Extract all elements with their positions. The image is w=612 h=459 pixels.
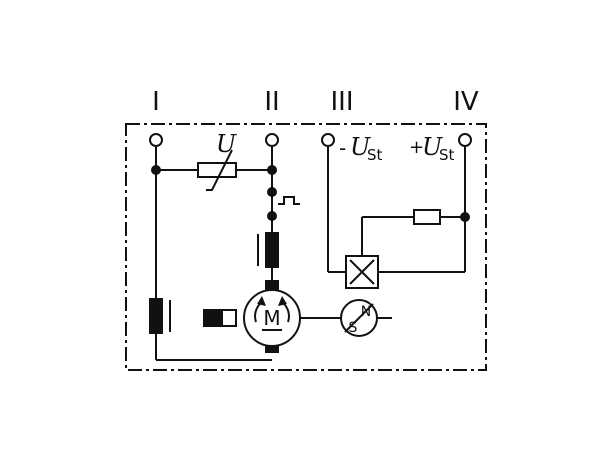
junction-dot (151, 165, 161, 175)
electronic-switch (345, 255, 379, 289)
plus-sign: + (409, 137, 424, 158)
control-voltage-minus-label: - U St (339, 133, 383, 164)
motor (243, 280, 301, 353)
resistor (413, 209, 441, 225)
terminal-ii (265, 133, 279, 147)
ust-minus-main: U (350, 133, 371, 161)
ust-plus-main: U (422, 133, 443, 161)
varistor (197, 149, 237, 191)
motor-label: M (263, 306, 280, 330)
inductor-ii (257, 232, 279, 268)
terminal-iv (458, 133, 472, 147)
terminal-iii (321, 133, 335, 147)
ust-plus-sub: St (439, 146, 455, 164)
wiring (155, 147, 466, 361)
junction-dot (267, 211, 277, 221)
terminal-label-i: I (152, 87, 160, 117)
enclosure-frame (125, 123, 487, 371)
ust-minus-sub: St (367, 146, 383, 164)
minus-sign: - (339, 136, 346, 160)
hall-sensor (340, 299, 378, 337)
sensor-label-n: N (361, 304, 371, 320)
sensor-label-s: S (349, 320, 358, 336)
brake-block (203, 309, 237, 327)
junction-dot (267, 165, 277, 175)
inductor-i (149, 298, 171, 334)
varistor-label: U (216, 130, 237, 158)
terminal-label-iii: III (330, 87, 353, 117)
junction-dot (267, 187, 277, 197)
pulse-symbol (278, 196, 300, 205)
terminal-label-iv: IV (453, 87, 479, 117)
junction-dot (460, 212, 470, 222)
terminal-i (149, 133, 163, 147)
control-voltage-plus-label: + U St (409, 133, 455, 164)
terminal-label-ii: II (264, 87, 279, 117)
